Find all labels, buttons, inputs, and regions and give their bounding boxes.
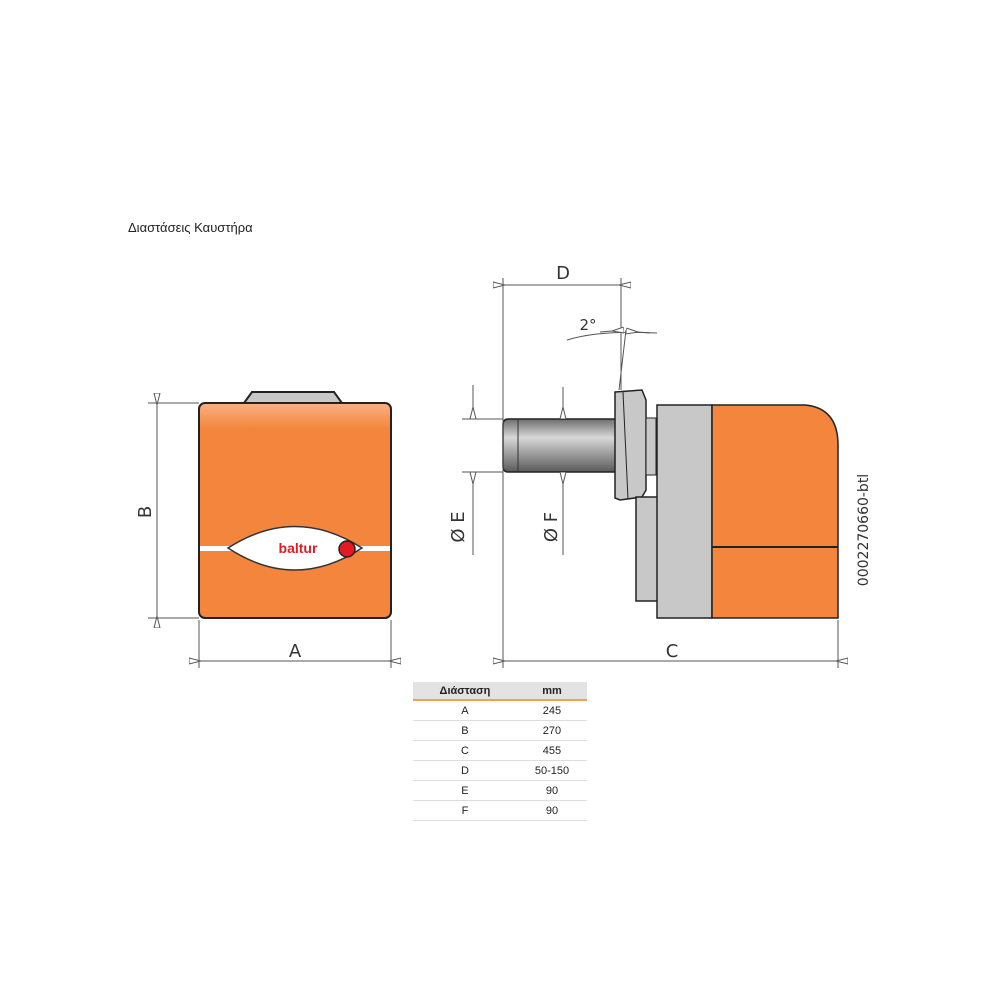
blast-tube (502, 418, 618, 473)
cell-mm: 270 (516, 720, 587, 741)
drawing-code: 0002270660-btl (856, 474, 872, 586)
cell-mm: 455 (516, 740, 587, 761)
header-mm: mm (516, 682, 587, 701)
cell-dim: E (413, 780, 517, 801)
front-housing (198, 402, 392, 619)
cell-mm: 90 (516, 780, 587, 801)
dimension-label-c: C (666, 641, 679, 662)
cell-mm: 50-150 (516, 760, 587, 781)
dimension-label-f: Ø F (541, 512, 562, 542)
angle-label: 2° (579, 316, 596, 334)
gray-body (656, 404, 713, 619)
cell-dim: B (413, 720, 517, 741)
indicator-lamp (338, 540, 356, 558)
cell-dim: C (413, 740, 517, 761)
lower-gray-block (635, 496, 659, 602)
control-lens (226, 525, 364, 571)
front-dimensions (148, 403, 391, 668)
cell-dim: F (413, 800, 517, 821)
cell-mm: 90 (516, 800, 587, 821)
dimension-label-e: Ø E (448, 511, 469, 542)
header-dimension: Διάσταση (413, 682, 517, 701)
dimension-label-a: A (289, 641, 302, 662)
front-view: baltur (198, 391, 392, 619)
table-header: Διάσταση mm (413, 682, 587, 701)
cell-dim: D (413, 760, 517, 781)
page-title: Διαστάσεις Καυστήρα (128, 220, 253, 235)
top-handle (242, 391, 344, 404)
brand-logo: baltur (279, 540, 318, 556)
cell-dim: A (413, 700, 517, 721)
cell-mm: 245 (516, 700, 587, 721)
side-housing (711, 404, 839, 619)
dimension-label-d: D (556, 263, 570, 284)
side-view (502, 389, 839, 619)
dimension-label-b: B (135, 506, 156, 518)
side-dimensions (462, 278, 838, 668)
mounting-flange (614, 389, 647, 501)
